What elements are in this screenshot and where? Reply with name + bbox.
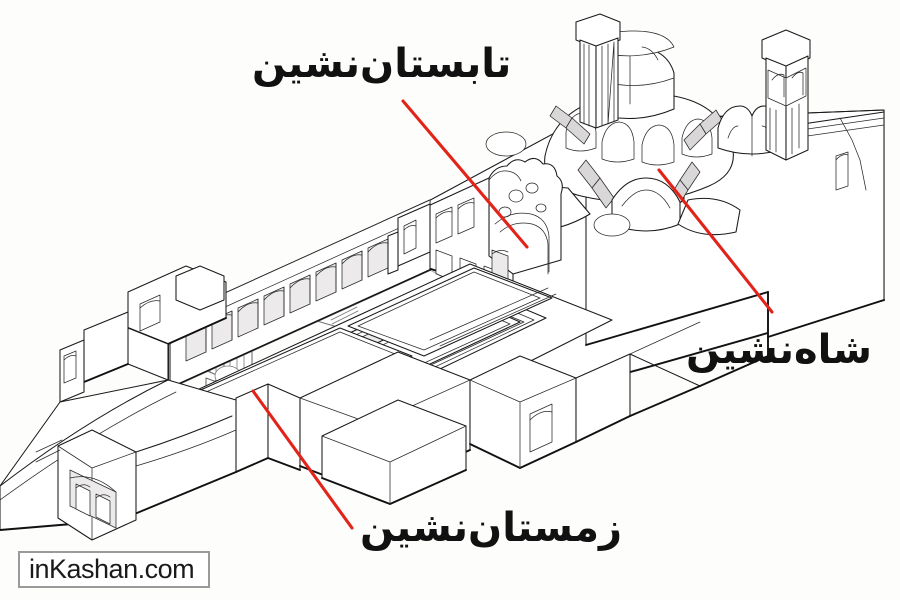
label-winter-quarters: زمستان‌نشین — [360, 505, 623, 551]
pointer-line-winter — [251, 389, 354, 530]
pointer-line-shah — [657, 168, 774, 314]
label-summer-quarters: تابستان‌نشین — [252, 41, 512, 87]
upper-gallery-north — [387, 203, 431, 275]
badgir-tower-east — [761, 29, 811, 161]
east-wall-niche — [835, 151, 849, 191]
pointer-line-summer — [401, 99, 529, 249]
watermark-text: inKashan.com — [29, 554, 195, 584]
west-wing-blocks — [59, 265, 227, 403]
winter-quarters-blocks — [235, 351, 701, 505]
label-shah-neshin: شاه‌نشین — [686, 327, 873, 373]
courtyard-arcade-northwest — [169, 199, 453, 401]
summer-hall-iwan — [427, 157, 563, 297]
entrance-portal — [35, 415, 237, 541]
watermark-badge: inKashan.com — [18, 551, 210, 588]
badgir-tower-north — [575, 13, 621, 129]
site-ground-southeast — [629, 321, 769, 387]
